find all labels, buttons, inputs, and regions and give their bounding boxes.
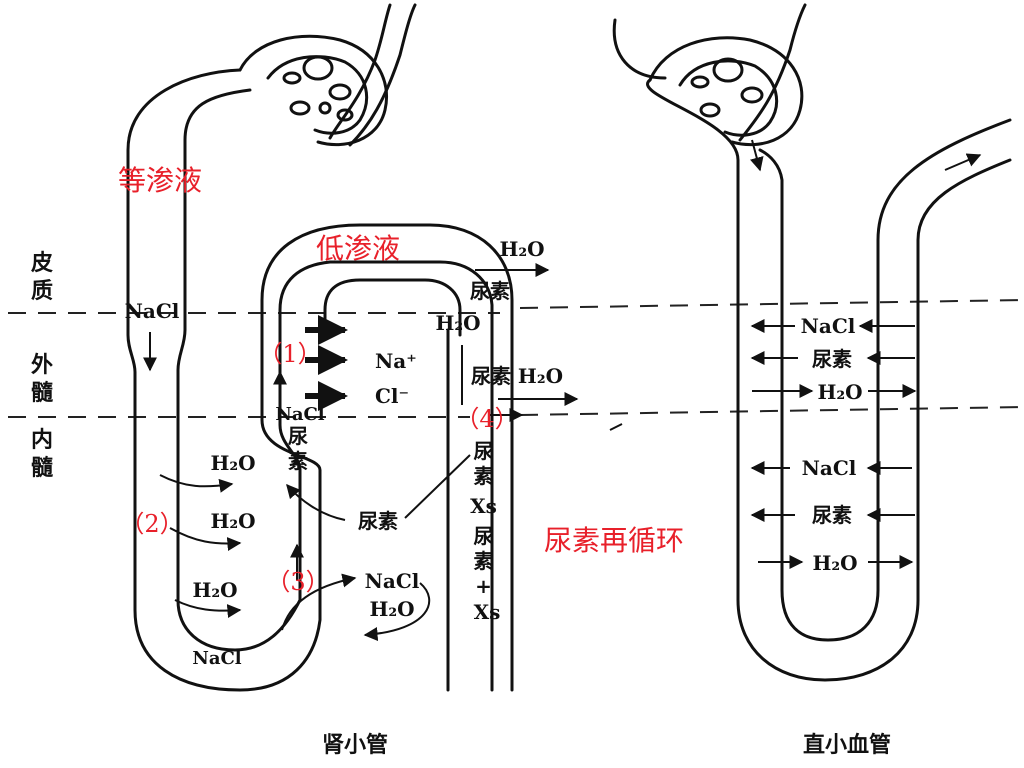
zone-label-inner-medulla: 内髓 [31,427,54,481]
vasa-label-h2o-2: H₂O [812,551,857,575]
marker-3: （3） [266,568,329,596]
vasa-glomerulus-inner [678,59,779,137]
vasa-arrows [749,139,982,569]
duct-h2o-label: H₂O [435,311,480,335]
cl-label: Cl⁻ [375,384,409,408]
urea-recycling-label: 尿素再循环 [544,524,684,557]
glomerulus-cell [282,71,302,85]
tubule-arrows [143,263,623,642]
bowman-capsule [238,34,388,147]
vasa-inner-wall [758,118,1012,642]
glomerulus-cell [336,108,354,122]
marker-2: （2） [120,510,183,538]
ascending-limb-inner [278,260,494,692]
h2o-label-1: H₂O [210,451,255,475]
h2o-out-arrow-1 [159,474,234,493]
nacl-h2o-return-arrow [363,582,431,642]
glomerulus-cell [318,101,332,115]
cortex-urea-label: 尿素 [470,279,510,303]
bowman-capsule-inner [266,55,369,135]
vasa-label-urea-1: 尿素 [812,347,852,371]
h2o-label-2: H₂O [210,509,255,533]
vasa-glomerulus-cell [690,75,710,89]
vasa-out-arrow [944,153,982,171]
glomerulus-cell [302,55,334,81]
nephron-tubule [126,3,514,692]
tubule-title: 肾小管 [322,732,388,758]
vasa-glomerulus-cell [740,86,764,104]
vasa-label-nacl-1: NaCl [801,314,856,338]
marker-1: （1） [258,340,321,368]
vasa-glomerulus-cell [699,102,721,118]
vasa-recta [612,3,1012,682]
descending-limb-outer [176,88,302,652]
urea-from-duct-line [404,454,471,519]
glomerulus-cell [328,83,352,101]
stray-tick [609,423,623,431]
vasa-recta-title: 直小血管 [803,732,891,758]
h2o-label-3: H₂O [192,578,237,602]
urea-into-ascending-arrow [286,483,346,521]
zone-label-cortex: 皮质 [31,250,53,304]
isotonic-label: 等渗液 [118,164,202,197]
hypotonic-label: 低渗液 [316,232,400,265]
vasa-label-h2o-1: H₂O [817,380,862,404]
vasa-label-urea-2: 尿素 [812,503,852,527]
cortex-medulla-divider-right [519,299,1024,309]
zone-dividers [8,299,1024,418]
nacl-ascending-label: NaCl [275,404,324,425]
vasa-efferent [612,18,667,80]
duct-urea-h2o-label: 尿素 H₂O [471,364,563,388]
marker-4: （4） [455,405,518,433]
nacl-out-arrow [281,573,357,631]
vasa-glomerulus-capsule [648,36,804,147]
cortex-h2o-label: H₂O [499,237,544,261]
descending-limb-outer-wall [126,68,322,692]
distal-tubule-inner [323,278,462,337]
vasa-flow-arrow [749,139,764,172]
ascending-limb-outer [260,223,514,692]
active-transport-arrows [305,315,348,411]
efferent-vessel [348,3,417,147]
duct-column-label: 尿 素 Xs 尿 素 + Xs [470,439,504,624]
vasa-label-nacl-2: NaCl [802,456,857,480]
afferent-vessel [328,3,392,140]
nacl-descending-label: NaCl [125,299,180,323]
glomerulus-cell [289,100,311,116]
vasa-glomerulus-cell [712,57,744,83]
zone-label-outer-medulla: 外髓 [31,352,54,406]
outer-inner-divider-right [519,406,1024,416]
h2o-out-arrow-3 [174,599,242,618]
vasa-afferent [738,3,807,142]
vasa-outer-wall [646,78,1012,682]
nacl-bottom-label: NaCl [192,648,241,669]
na-label: Na⁺ [375,349,417,373]
urea-ascending-label: 尿素 [288,424,308,473]
urea-arrow-label: 尿素 [358,509,398,533]
h2o-out-arrow-2 [169,527,242,551]
